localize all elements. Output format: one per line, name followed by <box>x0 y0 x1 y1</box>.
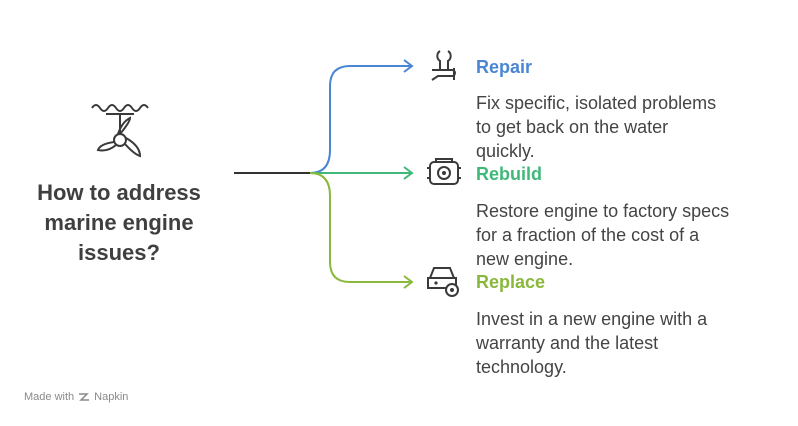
option-desc-replace: Invest in a new engine with a warranty a… <box>476 307 776 379</box>
connector-replace <box>309 172 412 283</box>
desc-line: for a fraction of the cost of a <box>476 225 700 245</box>
credit-prefix: Made with <box>24 391 75 403</box>
desc-line: Fix specific, isolated problems <box>476 93 717 113</box>
desc-line: Invest in a new engine with a <box>476 309 708 329</box>
desc-line: warranty and the latest <box>476 333 659 353</box>
central-question-line: issues? <box>78 240 160 265</box>
desc-line: quickly. <box>476 141 535 161</box>
napkin-logo-icon <box>79 393 90 401</box>
connector-repair <box>309 65 412 174</box>
desc-line: new engine. <box>476 249 574 269</box>
wrench-hand-icon <box>431 50 456 81</box>
central-question-line: How to address <box>37 180 201 205</box>
option-title-replace: Replace <box>476 272 546 292</box>
credit-brand: Napkin <box>94 391 129 403</box>
desc-line: to get back on the water <box>476 117 669 137</box>
option-desc-rebuild: Restore engine to factory specs for a fr… <box>476 199 776 271</box>
option-desc-repair: Fix specific, isolated problems to get b… <box>476 91 776 163</box>
desc-line: technology. <box>476 357 567 377</box>
propeller-icon <box>91 104 149 158</box>
car-gear-icon <box>427 267 459 297</box>
made-with-credit[interactable]: Made with Napkin <box>24 391 128 403</box>
arrowhead-rebuild <box>403 166 414 180</box>
option-title-repair: Repair <box>476 57 533 77</box>
arrowhead-repair <box>403 59 414 73</box>
arrowhead-replace <box>403 275 414 289</box>
central-question: How to address marine engine issues? <box>14 178 224 268</box>
option-title-rebuild: Rebuild <box>476 164 542 184</box>
desc-line: Restore engine to factory specs <box>476 201 730 221</box>
central-question-line: marine engine <box>44 210 194 235</box>
engine-gear-icon <box>427 158 461 185</box>
